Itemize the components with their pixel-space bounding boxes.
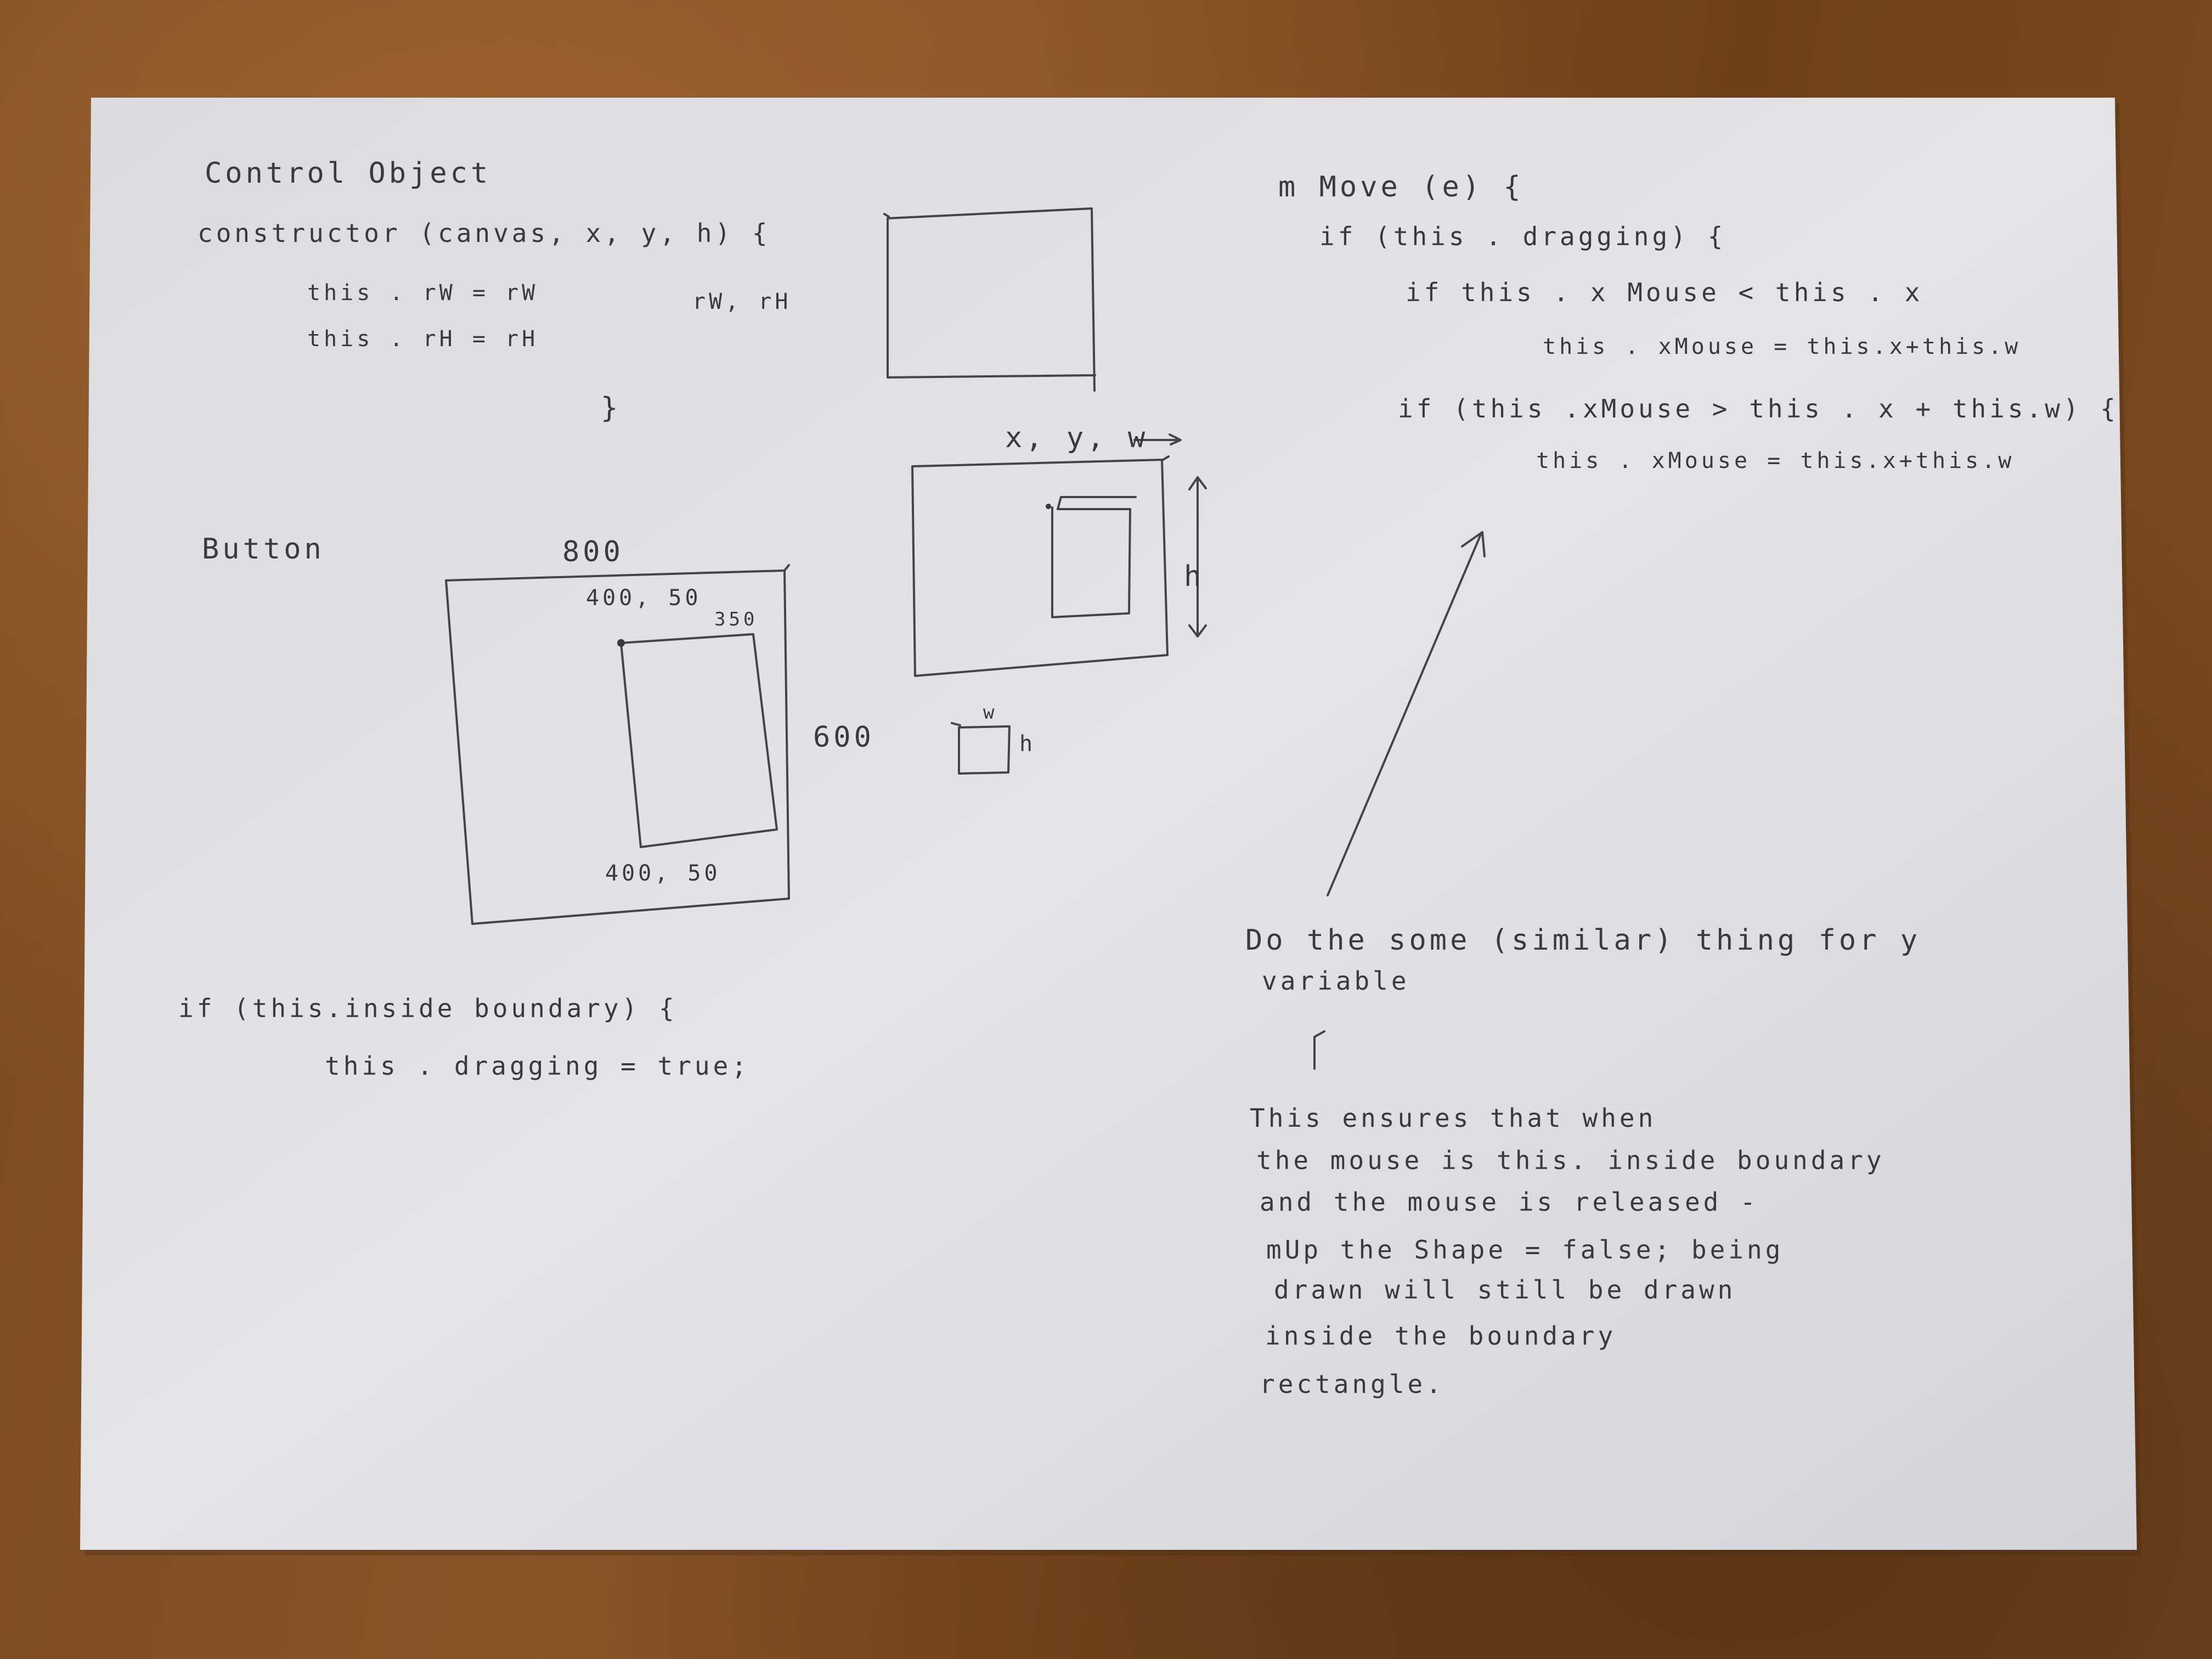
annotation-line-1: Do the some (similar) thing for y: [1245, 924, 1921, 957]
paragraph-line-3: and the mouse is released -: [1260, 1187, 1759, 1217]
mmove-line: m Move (e) {: [1278, 171, 1524, 204]
if-xmouse-less-line: if this . x Mouse < this . x: [1406, 278, 1923, 307]
paragraph-line-7: rectangle.: [1260, 1369, 1444, 1399]
button-label: Button: [202, 533, 325, 566]
annotation-line-2: variable: [1262, 966, 1410, 996]
closing-brace: }: [601, 392, 622, 425]
inner-width-label: 350: [714, 608, 758, 630]
assign-xw-line: this . xMouse = this.x+this.w: [1536, 448, 2015, 473]
rh-assignment: this . rH = rH: [307, 326, 539, 352]
paragraph-line-5: drawn will still be drawn: [1274, 1275, 1736, 1305]
h-label: h: [1184, 560, 1205, 593]
constructor-line: constructor (canvas, x, y, h) {: [198, 218, 771, 248]
title-control-object: Control Object: [205, 157, 492, 190]
if-inside-boundary-line: if (this.inside boundary) {: [178, 994, 678, 1023]
rw-rh-params: rW, rH: [692, 289, 792, 314]
small-h-label: h: [1019, 731, 1036, 757]
paragraph-line-2: the mouse is this. inside boundary: [1256, 1146, 1885, 1175]
paragraph-line-4: mUp the Shape = false; being: [1266, 1235, 1784, 1265]
height-label-600: 600: [813, 721, 874, 754]
top-coord-label: 400, 50: [586, 585, 702, 611]
paragraph-line-6: inside the boundary: [1265, 1321, 1617, 1351]
assign-x-line: this . xMouse = this.x+this.w: [1543, 334, 2022, 359]
if-dragging-line: if (this . dragging) {: [1319, 222, 1726, 251]
paragraph-line-1: This ensures that when: [1250, 1103, 1657, 1133]
rw-assignment: this . rW = rW: [307, 280, 539, 306]
dragging-true-line: this . dragging = true;: [325, 1051, 750, 1081]
xyw-label: x, y, w: [1005, 421, 1149, 454]
small-w-label: w: [983, 702, 998, 724]
width-label-800: 800: [562, 535, 624, 568]
if-xmouse-greater-line: if (this .xMouse > this . x + this.w) {: [1398, 394, 2119, 424]
bottom-coord-label: 400, 50: [605, 861, 721, 886]
